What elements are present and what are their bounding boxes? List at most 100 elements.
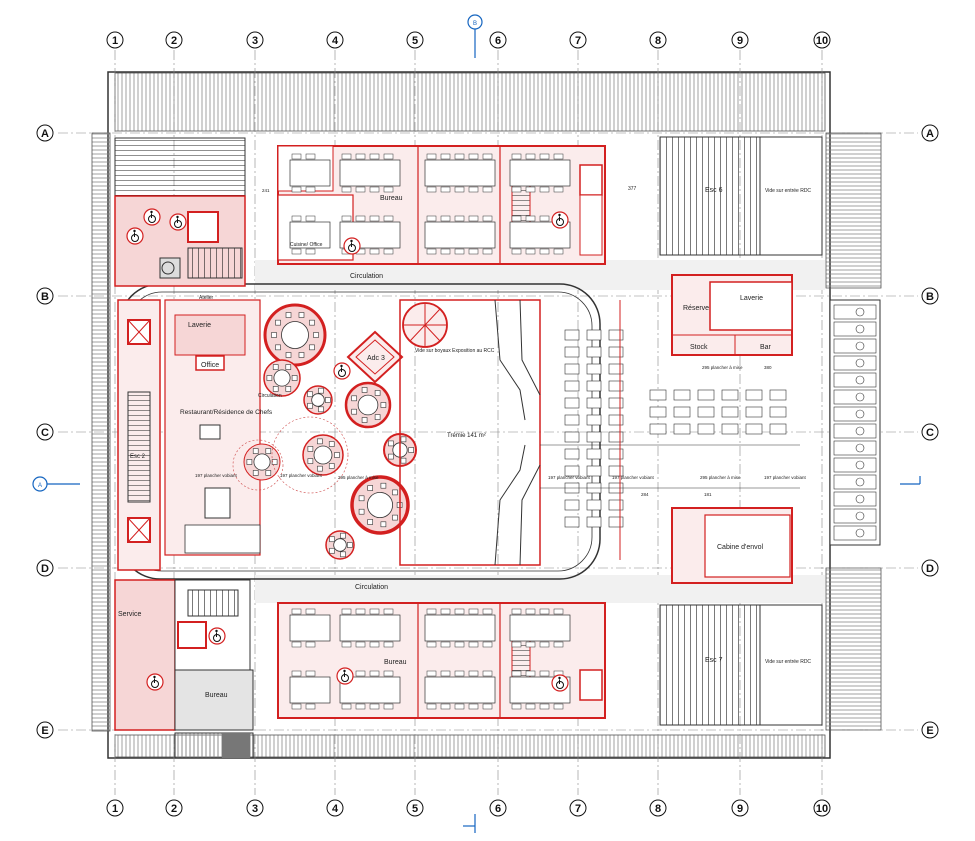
svg-text:A: A — [41, 128, 49, 140]
bar-seat — [564, 516, 580, 528]
room-cabine: Cabine d'envol — [717, 544, 764, 551]
wheelchair-icon — [208, 627, 226, 645]
core-bottom-left — [114, 579, 254, 759]
svg-text:7: 7 — [575, 35, 581, 47]
desk-cluster — [289, 608, 331, 648]
annot-plancher-4: 295 plancher à mise — [702, 365, 743, 370]
room-circulation-bottom: Circulation — [355, 584, 388, 591]
grid-bubble-col-4: 4 — [326, 31, 344, 49]
wheelchair-icon — [143, 208, 161, 226]
tremie-void — [399, 299, 541, 566]
room-vide-bottom: Vide sur entrée RDC — [765, 659, 811, 665]
grid-bubble-col-7: 7 — [569, 799, 587, 817]
room-office: Office — [201, 362, 219, 369]
round-table-icon — [302, 434, 344, 476]
grid-bubble-row-E: E — [921, 721, 939, 739]
bar-seat — [697, 389, 715, 401]
wheelchair-icon — [336, 667, 354, 685]
capsule-pod — [833, 372, 877, 388]
grid-bubble-col-3: 3 — [246, 31, 264, 49]
desk-cluster — [509, 608, 571, 648]
grid-bubble-col-9: 9 — [731, 799, 749, 817]
bar-seat — [608, 329, 624, 341]
bar-seat — [697, 406, 715, 418]
grid-bubble-col-1: 1 — [106, 799, 124, 817]
room-stock: Stock — [690, 344, 708, 351]
svg-text:3: 3 — [252, 803, 258, 815]
room-circulation-small: Circulation — [258, 393, 282, 399]
annot-dim-181: 181 — [704, 492, 712, 497]
grid-bubble-col-10: 10 — [813, 799, 831, 817]
annot-plancher-6: 197 plancher vobiant — [548, 475, 591, 480]
svg-text:D: D — [926, 563, 934, 575]
svg-text:10: 10 — [816, 803, 828, 815]
svg-text:8: 8 — [655, 35, 661, 47]
grid-bubble-row-C: C — [921, 423, 939, 441]
dimension-labels: 197 plancher vobiant 295 plancher à mise… — [195, 186, 807, 497]
svg-text:2: 2 — [171, 35, 177, 47]
bar-seat — [564, 363, 580, 375]
bar-seat — [564, 397, 580, 409]
room-circulation-top: Circulation — [350, 273, 383, 280]
grid-bubble-row-D: D — [36, 559, 54, 577]
room-tremie: Trémie 141 m² — [447, 433, 486, 439]
grid-bubble-col-2: 2 — [165, 799, 183, 817]
bar-seat — [608, 380, 624, 392]
desk-cluster — [289, 215, 331, 255]
round-table-icon — [350, 475, 410, 535]
svg-text:3: 3 — [252, 35, 258, 47]
svg-text:1: 1 — [112, 803, 118, 815]
svg-text:9: 9 — [737, 35, 743, 47]
room-cuisine-small: Cuisine/ Office — [290, 242, 323, 248]
bar-seat — [586, 329, 602, 341]
core-top-left — [114, 137, 246, 287]
svg-text:A: A — [926, 128, 934, 140]
capsule-pod — [833, 406, 877, 422]
grid-bubble-row-A: A — [36, 124, 54, 142]
bar-seat — [564, 414, 580, 426]
room-adc: Adc 3 — [367, 355, 385, 362]
capsule-pod — [833, 321, 877, 337]
capsule-pod — [833, 338, 877, 354]
bar-seat — [608, 465, 624, 477]
room-esc-top: Esc 6 — [705, 187, 723, 194]
grid-bubble-col-10: 10 — [813, 31, 831, 49]
bar-seat — [586, 431, 602, 443]
round-table-icon — [243, 443, 281, 481]
capsule-pod — [833, 491, 877, 507]
annot-plancher-7: 295 plancher à mise — [700, 475, 741, 480]
bar-seat — [769, 423, 787, 435]
bar-seat — [608, 516, 624, 528]
grid-bubble-col-8: 8 — [649, 799, 667, 817]
room-laverie-right: Laverie — [740, 295, 763, 302]
wheelchair-icon — [551, 211, 569, 229]
desk-cluster — [339, 608, 401, 648]
wheelchair-icon — [146, 673, 164, 691]
bar-seat — [608, 363, 624, 375]
svg-text:4: 4 — [332, 803, 339, 815]
desk-cluster — [424, 153, 496, 193]
bar-seat — [586, 346, 602, 358]
section-marker-left-label: A — [38, 483, 42, 489]
bar-seat — [673, 406, 691, 418]
wheelchair-icon — [551, 674, 569, 692]
svg-text:2: 2 — [171, 803, 177, 815]
svg-text:4: 4 — [332, 35, 339, 47]
bar-seat — [721, 406, 739, 418]
grid-bubble-col-5: 5 — [406, 799, 424, 817]
grid-bubble-col-5: 5 — [406, 31, 424, 49]
room-restaurant: Restaurant/Résidence de Chefs — [180, 409, 273, 416]
bar-seat — [721, 423, 739, 435]
room-atelier: Atelier — [199, 295, 214, 301]
room-laverie-left: Laverie — [188, 322, 211, 329]
svg-text:C: C — [41, 427, 49, 439]
capsule-row — [829, 299, 881, 546]
svg-text:E: E — [926, 725, 933, 737]
section-marker-left: A — [32, 476, 921, 492]
annot-plancher-1: 197 plancher vobiant — [195, 473, 238, 478]
svg-text:6: 6 — [495, 35, 501, 47]
bar-seat — [608, 448, 624, 460]
room-labels: Bureau Bureau Bureau Circulation Circula… — [118, 187, 811, 699]
bar-seat — [608, 346, 624, 358]
grid-bubble-row-E: E — [36, 721, 54, 739]
